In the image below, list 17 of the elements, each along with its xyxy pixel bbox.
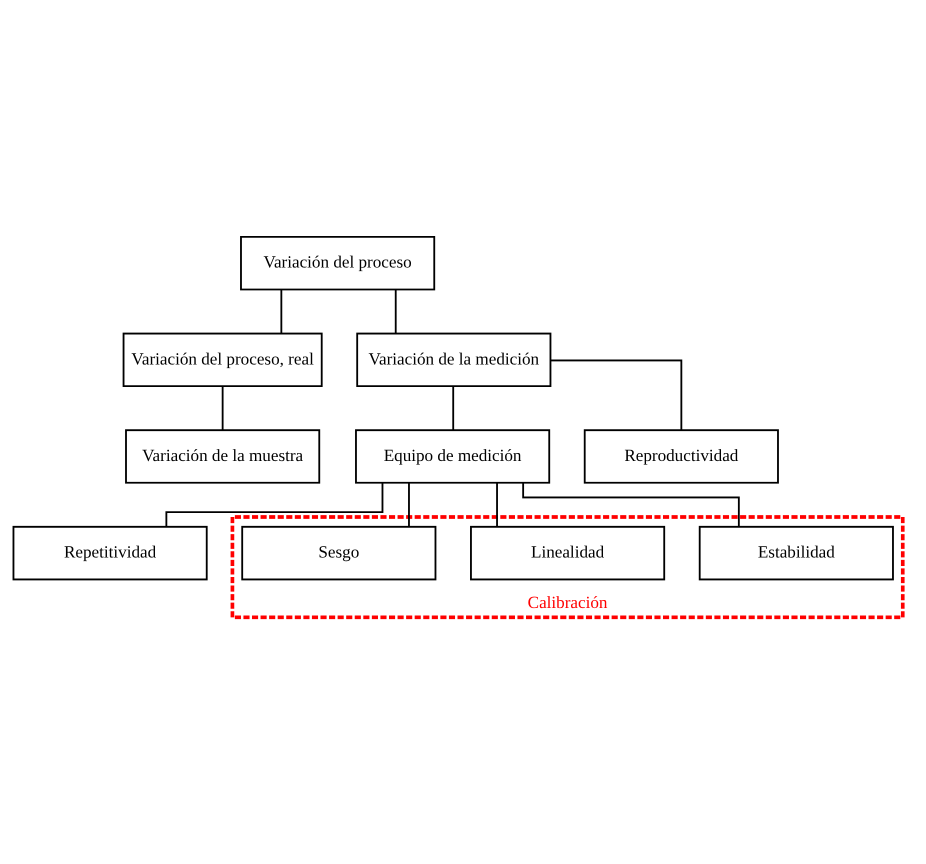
node-box: Variación del proceso, real xyxy=(122,332,323,388)
node-box: Estabilidad xyxy=(698,526,894,580)
node-box: Reproductividad xyxy=(584,429,779,484)
node-box: Equipo de medición xyxy=(355,429,550,484)
node-box: Repetitividad xyxy=(12,526,208,580)
connector xyxy=(452,386,454,430)
node-box: Sesgo xyxy=(241,526,436,580)
connector xyxy=(408,482,410,527)
node-box: Variación de la medición xyxy=(356,332,552,388)
connector xyxy=(394,290,397,334)
node-box: Variación del proceso xyxy=(240,236,436,290)
connector xyxy=(280,290,282,334)
connector xyxy=(496,482,498,527)
connector xyxy=(550,360,682,430)
node-box: Variación de la muestra xyxy=(125,429,320,484)
connector xyxy=(222,386,224,430)
node-box: Linealidad xyxy=(470,526,666,580)
